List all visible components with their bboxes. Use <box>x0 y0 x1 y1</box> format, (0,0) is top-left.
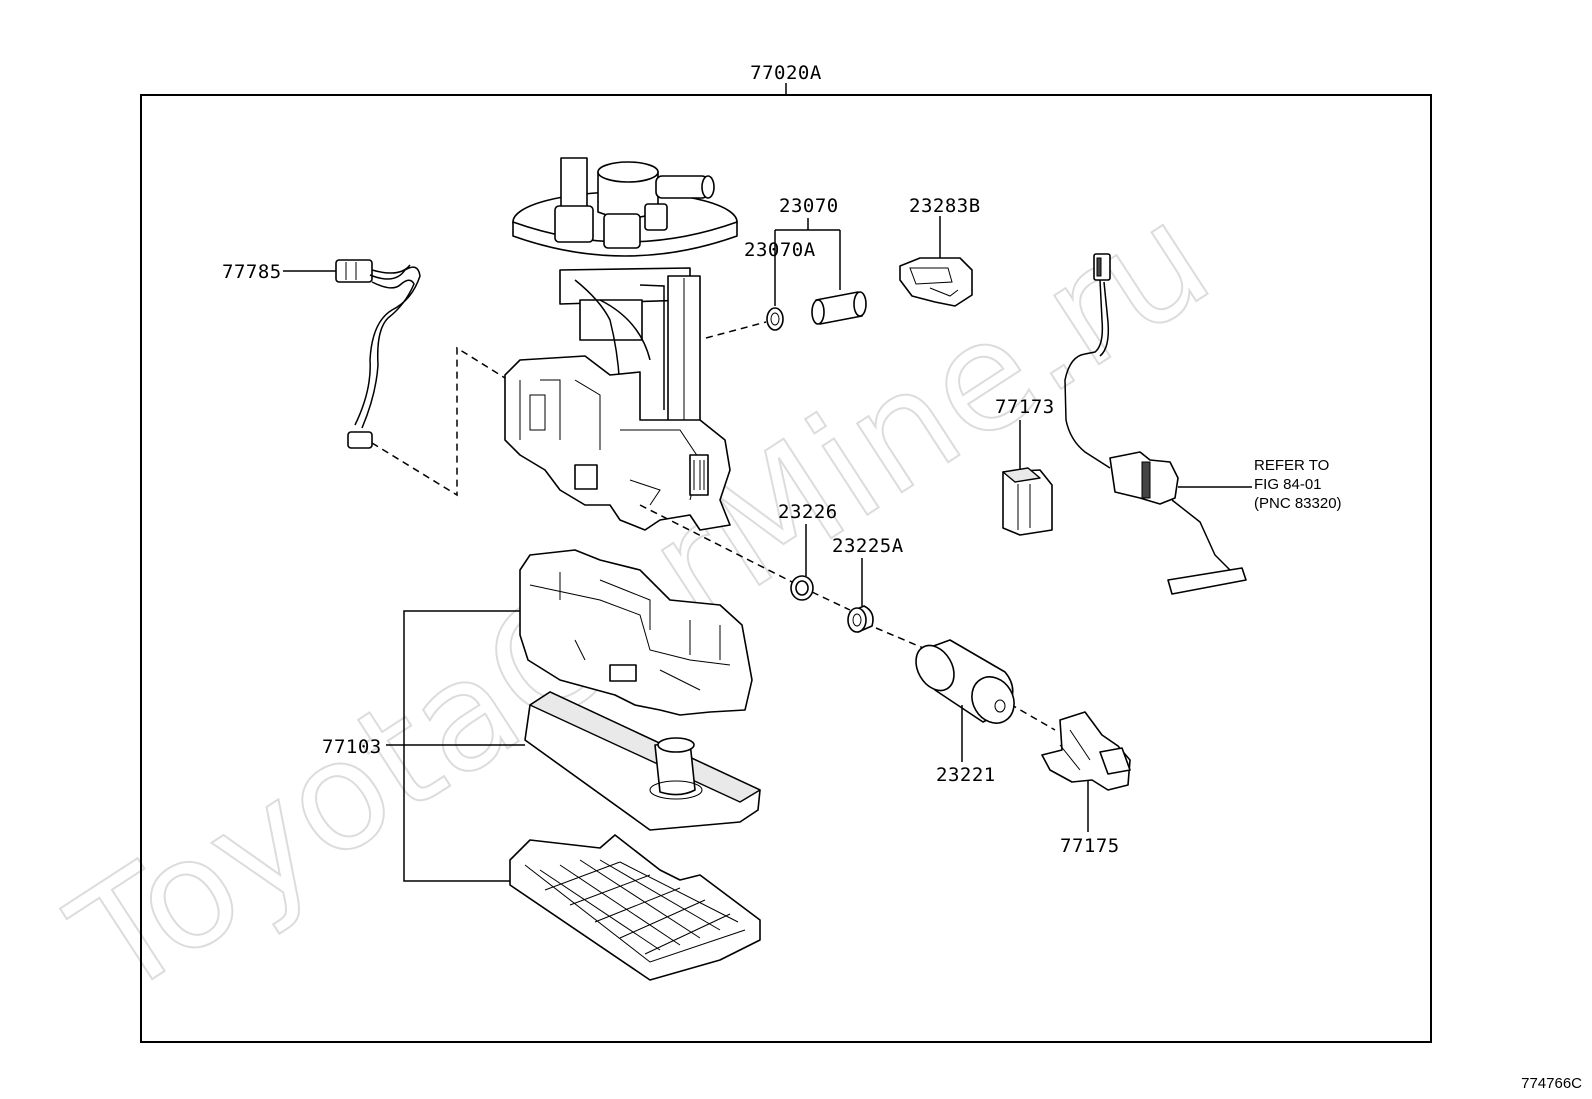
wire-harness-77785: 77785 <box>222 259 421 449</box>
part-23226: 23226 <box>778 501 838 601</box>
part-23221-fuel-pump: 23221 <box>915 639 1015 786</box>
label-23221: 23221 <box>936 764 996 786</box>
label-77175: 77175 <box>1060 835 1120 857</box>
note-line-1: REFER TO <box>1254 457 1329 474</box>
part-23225A: 23225A <box>832 535 904 633</box>
part-77103-group: 77103 <box>322 549 761 981</box>
note-line-2: FIG 84-01 <box>1254 476 1322 493</box>
label-77103: 77103 <box>322 736 382 758</box>
fuel-pump-module <box>504 157 738 531</box>
label-23070: 23070 <box>779 195 839 217</box>
part-23283B: 23283B <box>899 195 981 307</box>
part-77173: 77173 <box>995 396 1055 536</box>
figure-code: 774766C <box>1521 1075 1582 1092</box>
label-23226: 23226 <box>778 501 838 523</box>
note-line-3: (PNC 83320) <box>1254 495 1342 512</box>
label-23225A: 23225A <box>832 535 904 557</box>
label-23070A: 23070A <box>744 239 816 261</box>
label-77173: 77173 <box>995 396 1055 418</box>
sender-gauge-assembly: REFER TO FIG 84-01 (PNC 83320) <box>1064 253 1342 595</box>
part-23070-group: 23070 23070A <box>744 195 867 331</box>
label-77785: 77785 <box>222 261 282 283</box>
part-77175: 77175 <box>1041 711 1131 857</box>
label-77020A: 77020A <box>750 62 822 84</box>
label-23283B: 23283B <box>909 195 981 217</box>
